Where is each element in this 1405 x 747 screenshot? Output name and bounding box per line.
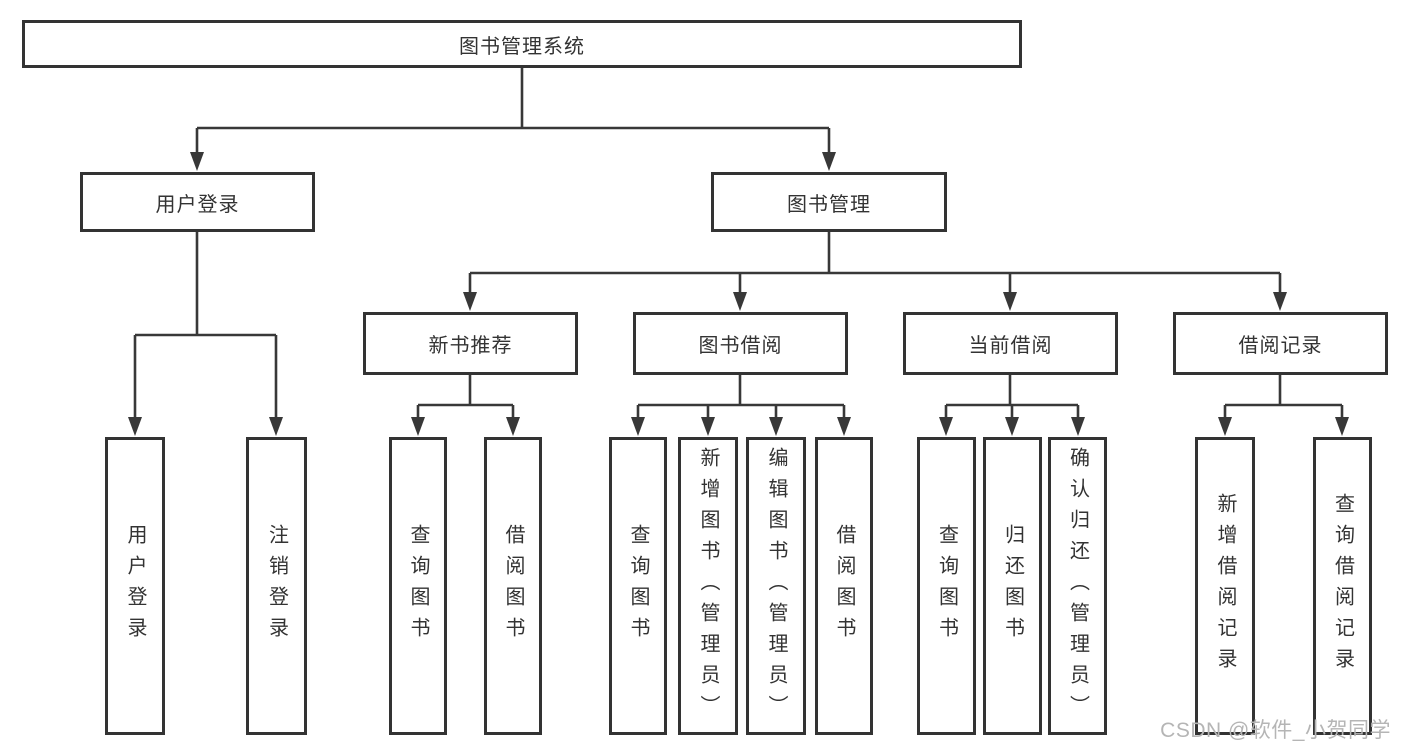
leaf-borrow-books-recommend: 借阅图书 xyxy=(484,437,542,735)
node-root-label: 图书管理系统 xyxy=(459,35,585,58)
node-book-borrow-label: 图书借阅 xyxy=(698,335,783,357)
node-current-borrow-label: 当前借阅 xyxy=(968,335,1053,357)
leaf-logout: 注销登录 xyxy=(246,437,307,735)
connector-current-borrow-leaves xyxy=(939,375,1085,436)
node-new-book-recommend: 新书推荐 xyxy=(363,312,578,375)
leaf-logout-label: 注销登录 xyxy=(265,524,288,648)
connector-new-book-recommend-leaves xyxy=(411,375,520,436)
node-user-login: 用户登录 xyxy=(80,172,315,232)
leaf-query-books-recommend-label: 查询图书 xyxy=(407,524,429,648)
node-book-management: 图书管理 xyxy=(711,172,947,232)
node-new-book-recommend-label: 新书推荐 xyxy=(428,335,513,357)
leaf-add-borrow-record-label: 新增借阅记录 xyxy=(1214,493,1236,679)
leaf-return-books-label: 归还图书 xyxy=(1001,524,1024,648)
node-book-borrow: 图书借阅 xyxy=(633,312,848,375)
connector-user-login-leaves xyxy=(128,232,283,436)
leaf-user-login-label: 用户登录 xyxy=(124,524,146,648)
node-user-login-label: 用户登录 xyxy=(155,193,240,216)
connector-book-management-to-level3 xyxy=(463,232,1287,311)
leaf-return-books: 归还图书 xyxy=(983,437,1042,735)
leaf-edit-books-admin: 编辑图书（管理员） xyxy=(746,437,806,735)
leaf-query-books-borrow: 查询图书 xyxy=(609,437,667,735)
node-book-management-label: 图书管理 xyxy=(787,193,871,216)
node-borrow-records-label: 借阅记录 xyxy=(1238,335,1323,357)
leaf-user-login: 用户登录 xyxy=(105,437,165,735)
connector-root-to-level2 xyxy=(190,68,836,171)
leaf-add-books-admin: 新增图书（管理员） xyxy=(678,437,738,735)
leaf-add-books-admin-label: 新增图书（管理员） xyxy=(697,446,719,726)
node-root-system: 图书管理系统 xyxy=(22,20,1022,68)
leaf-confirm-return-admin-label: 确认归还（管理员） xyxy=(1066,446,1089,726)
leaf-add-borrow-record: 新增借阅记录 xyxy=(1195,437,1255,735)
leaf-edit-books-admin-label: 编辑图书（管理员） xyxy=(765,446,787,726)
leaf-borrow-books-recommend-label: 借阅图书 xyxy=(502,524,524,648)
node-current-borrow: 当前借阅 xyxy=(903,312,1118,375)
node-borrow-records: 借阅记录 xyxy=(1173,312,1388,375)
csdn-watermark: CSDN @软件_小贺同学 xyxy=(1160,719,1391,742)
connector-borrow-records-leaves xyxy=(1218,375,1349,436)
leaf-query-books-recommend: 查询图书 xyxy=(389,437,447,735)
leaf-borrow-books-label: 借阅图书 xyxy=(833,524,855,648)
leaf-query-books-current-label: 查询图书 xyxy=(935,524,958,648)
leaf-query-books-current: 查询图书 xyxy=(917,437,976,735)
leaf-confirm-return-admin: 确认归还（管理员） xyxy=(1048,437,1107,735)
leaf-query-books-borrow-label: 查询图书 xyxy=(627,524,649,648)
connector-book-borrow-leaves xyxy=(631,375,851,436)
leaf-borrow-books: 借阅图书 xyxy=(815,437,873,735)
leaf-query-borrow-record: 查询借阅记录 xyxy=(1313,437,1372,735)
leaf-query-borrow-record-label: 查询借阅记录 xyxy=(1331,493,1354,679)
